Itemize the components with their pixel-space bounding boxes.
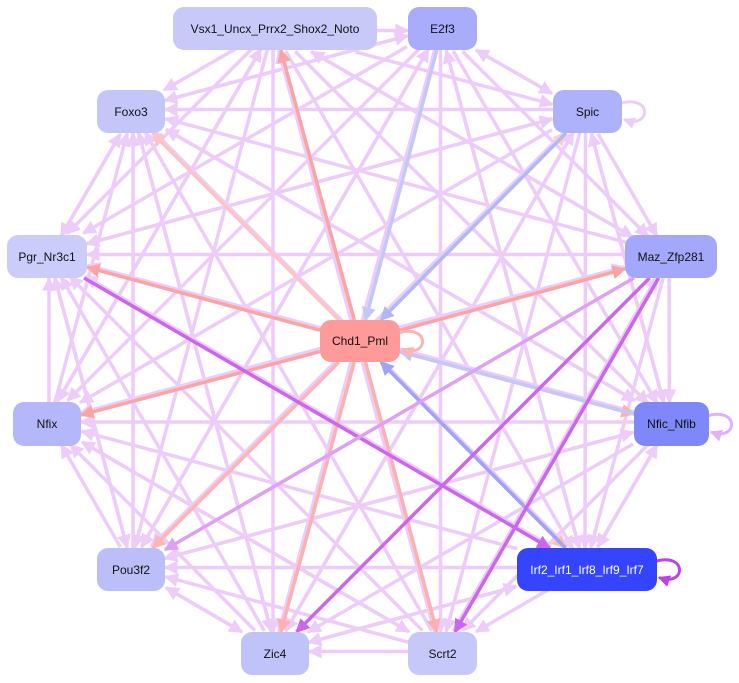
edge-chd1-foxo3: [151, 131, 341, 322]
edge-foxo3-pgr: [59, 133, 122, 238]
node-scrt2[interactable]: Scrt2: [408, 632, 477, 675]
self-loop-nfic: [706, 412, 733, 442]
node-spic[interactable]: Spic: [553, 90, 622, 133]
edge-irf-nfix: [80, 427, 518, 551]
edge-chd1-nfix: [79, 349, 321, 419]
edge-spic-e2f3: [474, 48, 553, 96]
self-loop-chd1: [397, 329, 424, 359]
node-vsx1[interactable]: Vsx1_Uncx_Prrx2_Shox2_Noto: [173, 7, 377, 50]
edge-chd1-pou3f2: [151, 360, 341, 550]
self-loop-spic: [619, 100, 646, 129]
node-nfix[interactable]: Nfix: [13, 402, 81, 446]
edge-foxo3-nfic: [165, 127, 637, 403]
node-pgr[interactable]: Pgr_Nr3c1: [7, 235, 87, 278]
edge-irf-pgr: [83, 274, 552, 548]
node-zic4[interactable]: Zic4: [241, 632, 309, 675]
edge-chd1-scrt2: [363, 361, 441, 634]
edge-chd1-maz: [399, 265, 627, 332]
node-maz[interactable]: Maz_Zfp281: [625, 235, 717, 278]
node-nfic[interactable]: Nfic_Nfib: [634, 402, 709, 446]
node-pou3f2[interactable]: Pou3f2: [97, 548, 165, 591]
edge-chd1-vsx1: [277, 48, 356, 321]
edge-pou3f2-zic4: [165, 586, 244, 634]
edge-zic4-irf: [308, 582, 518, 645]
node-foxo3[interactable]: Foxo3: [97, 90, 165, 133]
edge-spic-nfix: [78, 128, 553, 405]
edge-maz-zic4: [295, 276, 651, 634]
node-chd1[interactable]: Chd1_Pml: [320, 320, 400, 362]
edge-vsx1-foxo3: [162, 46, 238, 92]
self-loop-irf: [654, 558, 681, 587]
edge-chd1-zic4: [277, 361, 356, 634]
edge-nfic-zic4: [306, 442, 634, 634]
edge-irf-nfic: [596, 443, 659, 548]
edge-nfic-chd1: [398, 348, 635, 416]
edge-pou3f2-nfix: [59, 443, 122, 548]
edge-maz-pou3f2: [163, 276, 635, 552]
edge-irf-scrt2: [474, 587, 550, 634]
edge-pgr-irf: [83, 276, 552, 550]
edge-scrt2-foxo3: [143, 130, 434, 632]
edge-maz-scrt2: [453, 277, 661, 634]
edge-zic4-pgr: [59, 275, 266, 632]
edge-spic-chd1: [379, 131, 568, 322]
node-e2f3[interactable]: E2f3: [408, 7, 477, 50]
edge-pou3f2-e2f3: [140, 47, 430, 548]
edge-e2f3-chd1: [361, 49, 439, 322]
edge-spic-maz: [596, 133, 659, 238]
node-irf[interactable]: Irf2_Irf1_Irf8_Irf9_Irf7: [517, 548, 657, 591]
edge-chd1-pgr: [85, 263, 321, 332]
edge-maz-foxo3: [164, 115, 626, 244]
